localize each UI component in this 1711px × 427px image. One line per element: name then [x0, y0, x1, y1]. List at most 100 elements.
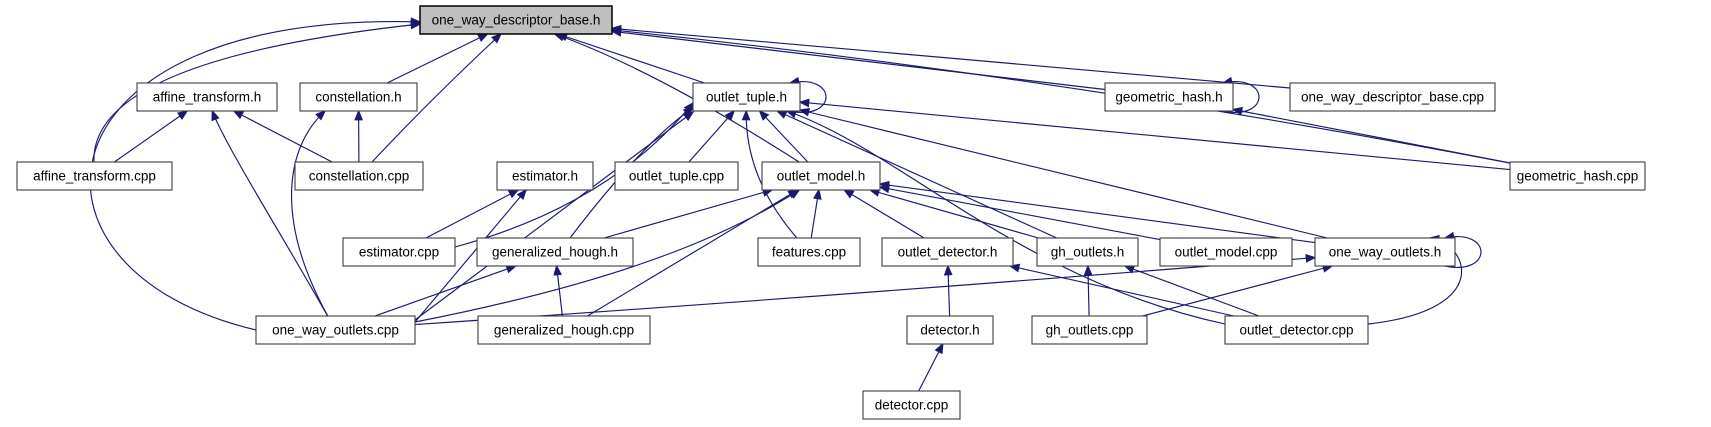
node-owdb_h[interactable]: one_way_descriptor_base.h	[419, 5, 613, 35]
node-box[interactable]	[881, 237, 1014, 267]
edge-one_way_outlets_cpp-to-generalized_hough_h	[374, 264, 518, 317]
node-box[interactable]	[906, 315, 994, 345]
node-geometric_hash_h[interactable]: geometric_hash.h	[1104, 82, 1234, 112]
node-outlet_detector_cpp[interactable]: outlet_detector.cpp	[1224, 315, 1369, 345]
edge-outlet_model_h-to-outlet_tuple_h	[758, 109, 809, 163]
node-box[interactable]	[342, 237, 456, 267]
node-box[interactable]	[255, 315, 416, 345]
node-owdb_cpp[interactable]: one_way_descriptor_base.cpp	[1289, 82, 1496, 112]
edge-outlet_tuple_cpp-to-outlet_tuple_h	[688, 109, 736, 163]
node-box[interactable]	[1159, 237, 1293, 267]
node-label: estimator.h	[512, 169, 578, 184]
node-label: outlet_detector.cpp	[1239, 323, 1353, 338]
node-outlet_tuple_cpp[interactable]: outlet_tuple.cpp	[614, 161, 739, 191]
node-one_way_outlets_cpp[interactable]: one_way_outlets.cpp	[255, 315, 416, 345]
node-label: one_way_outlets.h	[1329, 245, 1442, 260]
node-estimator_h[interactable]: estimator.h	[496, 161, 594, 191]
edge-gh_outlets_h-to-outlet_model_h	[868, 188, 1039, 239]
node-gh_outlets_h[interactable]: gh_outlets.h	[1036, 237, 1139, 267]
node-box[interactable]	[294, 161, 424, 191]
edge-one_way_outlets_h-to-one_way_outlets_h	[1443, 231, 1482, 268]
edge-one_way_outlets_cpp-to-constellation_h	[291, 109, 329, 317]
edge-outlet_model_h-to-owdb_h	[553, 33, 800, 163]
node-box[interactable]	[757, 237, 861, 267]
node-label: gh_outlets.cpp	[1046, 323, 1134, 338]
edge-one_way_outlets_cpp-to-outlet_tuple_h	[414, 111, 695, 321]
node-box[interactable]	[862, 390, 961, 420]
node-affine_transform_h[interactable]: affine_transform.h	[136, 82, 278, 112]
node-box[interactable]	[614, 161, 739, 191]
node-features_cpp[interactable]: features.cpp	[757, 237, 861, 267]
node-box[interactable]	[1036, 237, 1139, 267]
edge-detector_cpp-to-detector_h	[918, 342, 944, 392]
edge-features_cpp-to-outlet_model_h	[810, 188, 822, 239]
node-box[interactable]	[761, 161, 881, 191]
node-box[interactable]	[477, 315, 651, 345]
edges-layer	[89, 17, 1511, 392]
node-box[interactable]	[299, 82, 418, 112]
node-label: affine_transform.h	[153, 90, 262, 105]
edge-one_way_outlets_cpp-to-outlet_model_h	[414, 189, 801, 323]
edge-geometric_hash_cpp-to-outlet_tuple_h	[798, 98, 1511, 171]
node-box[interactable]	[1224, 315, 1369, 345]
edge-affine_transform_cpp-to-affine_transform_h	[114, 110, 189, 163]
node-generalized_hough_h[interactable]: generalized_hough.h	[476, 237, 634, 267]
edge-generalized_hough_h-to-outlet_tuple_h	[569, 107, 695, 239]
node-estimator_cpp[interactable]: estimator.cpp	[342, 237, 456, 267]
edge-constellation_cpp-to-affine_transform_h	[232, 110, 333, 163]
edge-outlet_detector_h-to-outlet_model_h	[842, 189, 925, 239]
node-affine_transform_cpp[interactable]: affine_transform.cpp	[16, 161, 173, 191]
node-label: outlet_model.cpp	[1175, 245, 1278, 260]
edge-one_way_outlets_cpp-to-estimator_h	[414, 188, 528, 323]
node-outlet_model_h[interactable]: outlet_model.h	[761, 161, 881, 191]
node-label: estimator.cpp	[359, 245, 439, 260]
node-one_way_outlets_h[interactable]: one_way_outlets.h	[1314, 237, 1456, 267]
node-label: features.cpp	[772, 245, 846, 260]
node-generalized_hough_cpp[interactable]: generalized_hough.cpp	[477, 315, 651, 345]
nodes-layer: one_way_descriptor_base.h affine_transfor…	[16, 5, 1646, 420]
node-label: outlet_tuple.h	[706, 90, 787, 105]
node-detector_cpp[interactable]: detector.cpp	[862, 390, 961, 420]
node-label: generalized_hough.h	[492, 245, 618, 260]
edge-geometric_hash_h-to-owdb_h	[610, 28, 1106, 91]
edge-gh_outlets_cpp-to-gh_outlets_h	[1083, 264, 1093, 317]
edge-geometric_hash_h-to-geometric_hash_h	[1221, 76, 1260, 113]
node-label: geometric_hash.cpp	[1517, 169, 1639, 184]
edge-outlet_detector_cpp-to-outlet_tuple_h	[785, 109, 1226, 325]
edge-geometric_hash_cpp-to-geometric_hash_h	[1231, 106, 1511, 164]
node-box[interactable]	[496, 161, 594, 191]
node-box[interactable]	[16, 161, 173, 191]
node-outlet_detector_h[interactable]: outlet_detector.h	[881, 237, 1014, 267]
node-constellation_cpp[interactable]: constellation.cpp	[294, 161, 424, 191]
node-box[interactable]	[1289, 82, 1496, 112]
node-label: one_way_descriptor_base.h	[432, 13, 601, 28]
edge-constellation_h-to-owdb_h	[386, 33, 489, 84]
node-box[interactable]	[1104, 82, 1234, 112]
node-box[interactable]	[419, 5, 613, 35]
node-label: outlet_tuple.cpp	[629, 169, 724, 184]
node-detector_h[interactable]: detector.h	[906, 315, 994, 345]
node-outlet_model_cpp[interactable]: outlet_model.cpp	[1159, 237, 1293, 267]
node-label: outlet_model.h	[777, 169, 866, 184]
node-box[interactable]	[1509, 161, 1646, 191]
node-box[interactable]	[1314, 237, 1456, 267]
node-label: constellation.cpp	[309, 169, 410, 184]
node-box[interactable]	[1031, 315, 1148, 345]
node-constellation_h[interactable]: constellation.h	[299, 82, 418, 112]
node-label: one_way_outlets.cpp	[272, 323, 399, 338]
edge-constellation_cpp-to-owdb_h	[371, 32, 503, 163]
node-label: gh_outlets.h	[1051, 245, 1125, 260]
node-geometric_hash_cpp[interactable]: geometric_hash.cpp	[1509, 161, 1646, 191]
edge-geometric_hash_cpp-to-owdb_h	[610, 26, 1511, 164]
node-box[interactable]	[692, 82, 801, 112]
edge-one_way_outlets_h-to-outlet_tuple_h	[798, 107, 1328, 239]
node-box[interactable]	[136, 82, 278, 112]
edge-estimator_cpp-to-estimator_h	[425, 189, 520, 239]
edge-affine_transform_cpp-to-owdb_h	[93, 20, 422, 163]
edge-outlet_detector_cpp-to-outlet_detector_h	[1008, 263, 1235, 317]
node-box[interactable]	[476, 237, 634, 267]
node-gh_outlets_cpp[interactable]: gh_outlets.cpp	[1031, 315, 1148, 345]
node-outlet_tuple_h[interactable]: outlet_tuple.h	[692, 82, 801, 112]
